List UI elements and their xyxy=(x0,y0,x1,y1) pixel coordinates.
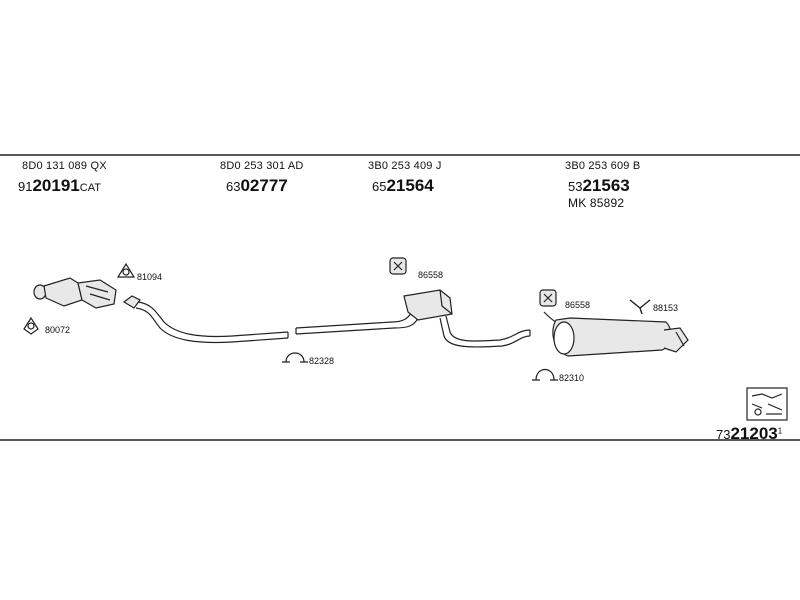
part-prefix: 65 xyxy=(372,179,387,194)
footer-suffix: 1 xyxy=(777,426,783,436)
ref-86558-rear: 86558 xyxy=(565,300,591,310)
intermediate-pipe-part[interactable] xyxy=(439,315,531,348)
kit-number: MK 85892 xyxy=(568,196,625,210)
part-number-1: 9120191CAT xyxy=(18,176,101,196)
ref-82328: 82328 xyxy=(309,356,335,366)
footer-main: 21203 xyxy=(730,424,778,443)
part-main: 21563 xyxy=(582,176,630,195)
front-pipe-part[interactable] xyxy=(122,295,289,344)
middle-pipe-part[interactable] xyxy=(295,311,419,335)
ref-86558-front: 86558 xyxy=(418,270,444,280)
ref-88153: 88153 xyxy=(653,303,679,313)
gasket-80072-icon xyxy=(23,316,39,335)
part-number-2: 6302777 xyxy=(226,176,288,196)
book-icon xyxy=(746,387,788,421)
part-prefix: 53 xyxy=(568,179,583,194)
hanger-86558-rear-icon xyxy=(539,289,557,307)
part-suffix: CAT xyxy=(79,182,101,194)
catalytic-converter-part[interactable] xyxy=(33,277,117,309)
part-main: 21564 xyxy=(386,176,434,195)
part-main: 02777 xyxy=(240,176,288,195)
footer-prefix: 73 xyxy=(716,427,731,442)
ref-82310: 82310 xyxy=(559,373,585,383)
oem-number-1: 8D0 131 089 QX xyxy=(22,160,107,172)
footer-part-number: 73212031 xyxy=(716,424,782,444)
part-main: 20191 xyxy=(32,176,80,195)
hanger-86558-icon xyxy=(389,257,407,275)
ref-80072: 80072 xyxy=(45,325,71,335)
oem-number-3: 3B0 253 409 J xyxy=(368,160,442,172)
middle-silencer-part[interactable] xyxy=(403,289,453,321)
oem-number-2: 8D0 253 301 AD xyxy=(220,160,304,172)
rear-silencer-part[interactable] xyxy=(543,311,689,357)
bracket-88153-icon xyxy=(629,299,651,315)
clamp-82328-icon xyxy=(282,352,308,363)
part-prefix: 91 xyxy=(18,179,33,194)
part-prefix: 63 xyxy=(226,179,241,194)
ref-81094: 81094 xyxy=(137,272,163,282)
part-number-4: 5321563 xyxy=(568,176,630,196)
clamp-82310-icon xyxy=(532,368,558,381)
oem-number-4: 3B0 253 609 B xyxy=(565,160,641,172)
gasket-81094-icon xyxy=(116,262,136,278)
part-number-3: 6521564 xyxy=(372,176,434,196)
